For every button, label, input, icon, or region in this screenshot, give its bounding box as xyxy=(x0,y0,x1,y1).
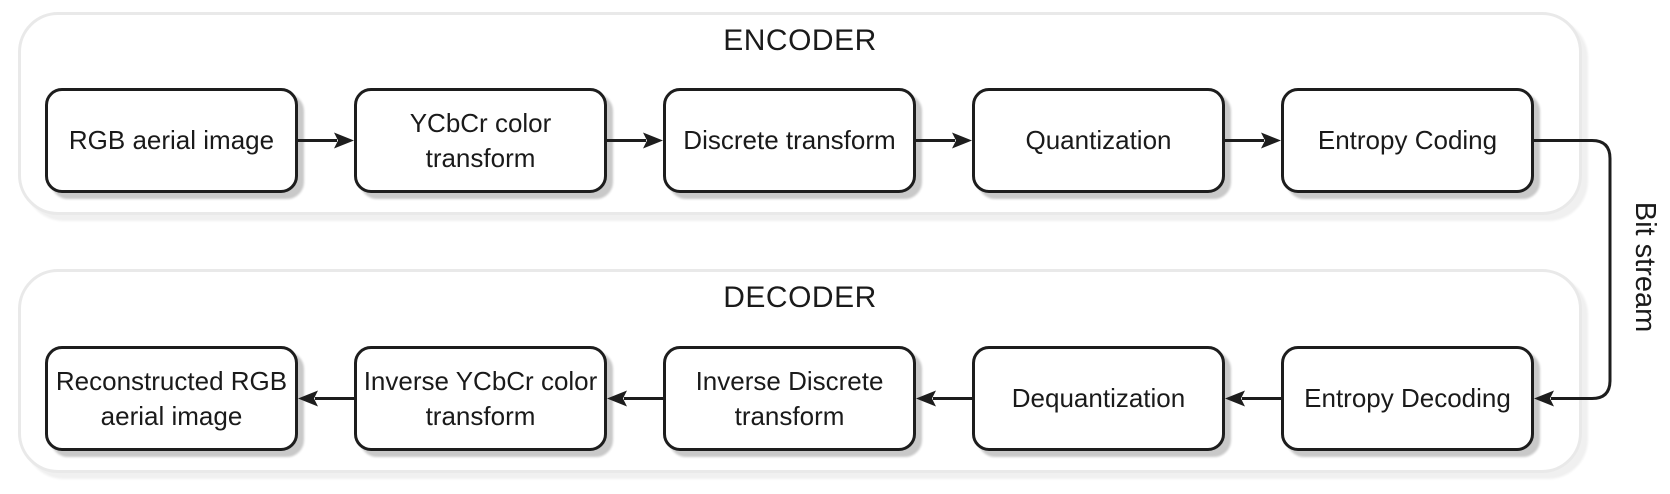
node-label: Reconstructed RGB aerial image xyxy=(55,366,288,431)
node-label: Dequantization xyxy=(1011,383,1186,414)
node-label: Inverse Discrete transform xyxy=(695,366,884,431)
node-label: Entropy Decoding xyxy=(1304,383,1511,414)
node-rgb-aerial-image: RGB aerial image xyxy=(45,88,298,193)
node-quantization: Quantization xyxy=(972,88,1225,193)
node-label: RGB aerial image xyxy=(68,125,275,156)
node-label: YCbCr color transform xyxy=(409,108,552,173)
node-label: Entropy Coding xyxy=(1317,125,1498,156)
node-entropy-coding: Entropy Coding xyxy=(1281,88,1534,193)
node-discrete-transform: Discrete transform xyxy=(663,88,916,193)
node-reconstructed-rgb-aerial-image: Reconstructed RGB aerial image xyxy=(45,346,298,451)
node-label: Quantization xyxy=(1025,125,1172,156)
encoder-title: ENCODER xyxy=(723,24,877,57)
node-label: Discrete transform xyxy=(683,125,896,156)
node-ycbcr-color-transform: YCbCr color transform xyxy=(354,88,607,193)
node-entropy-decoding: Entropy Decoding xyxy=(1281,346,1534,451)
decoder-title: DECODER xyxy=(723,281,877,314)
node-dequantization: Dequantization xyxy=(972,346,1225,451)
node-label: Inverse YCbCr color transform xyxy=(363,366,598,431)
bitstream-label: Bit stream xyxy=(1629,201,1661,333)
node-inverse-ycbcr-color-transform: Inverse YCbCr color transform xyxy=(354,346,607,451)
node-inverse-discrete-transform: Inverse Discrete transform xyxy=(663,346,916,451)
